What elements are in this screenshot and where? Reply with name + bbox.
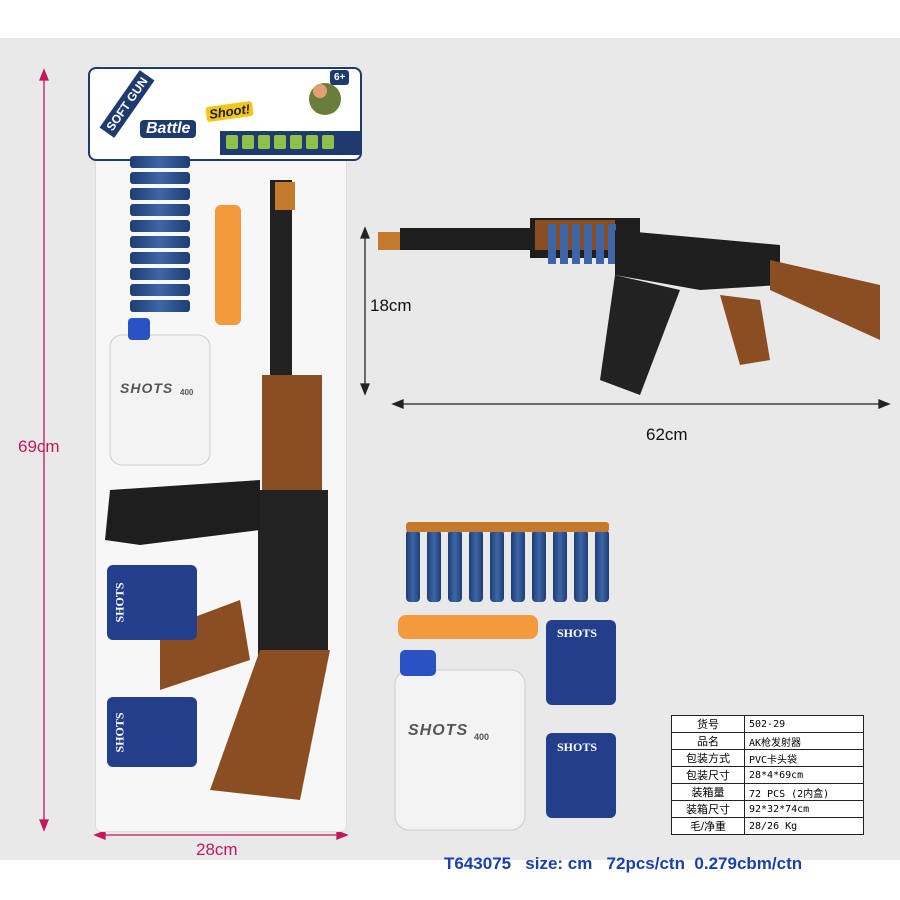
spec-key: 包装方式 [671, 749, 745, 767]
shots-jar-loose [394, 650, 526, 831]
shots-jar-card-label: SHOTS [120, 380, 174, 396]
card-width-label: 28cm [196, 840, 238, 859]
age-badge: 6+ [330, 70, 350, 85]
shots-pouch-label: SHOTS [557, 740, 598, 754]
gun-length-label: 62cm [646, 425, 688, 444]
shots-jar-card-count: 400 [180, 388, 194, 397]
loose-darts [406, 530, 609, 602]
card-gun [105, 180, 330, 800]
height-label: 69cm [18, 437, 60, 456]
spec-value: 28/26 Kg [744, 817, 864, 835]
spec-key: 装箱量 [671, 783, 745, 801]
main-gun [378, 218, 880, 395]
shots-jar-card [109, 318, 211, 466]
spec-value: PVC卡头袋 [744, 749, 864, 767]
spec-key: 毛/净重 [671, 817, 745, 835]
spec-key: 装箱尺寸 [671, 800, 745, 818]
header-art [220, 83, 360, 155]
shots-pouch-label: SHOTS [112, 712, 127, 753]
spec-key: 品名 [671, 732, 745, 750]
shots-jar-loose-label: SHOTS [408, 722, 469, 739]
spec-value: 502-29 [744, 715, 864, 733]
spec-key: 包装尺寸 [671, 766, 745, 784]
spec-value: 72 PCS (2内盒) [744, 783, 864, 801]
footer-info: T643075 size: cm 72pcs/ctn 0.279cbm/ctn [444, 854, 803, 873]
card-darts [130, 156, 190, 312]
shots-jar-loose-count: 400 [474, 732, 490, 742]
shots-pouches [107, 565, 616, 818]
brand-logo: Battle [140, 120, 197, 138]
shots-pouch-label: SHOTS [112, 582, 127, 623]
spec-value: 28*4*69cm [744, 766, 864, 784]
shots-pouch-label: SHOTS [557, 626, 598, 640]
spec-key: 货号 [671, 715, 745, 733]
spec-value: AK枪发射器 [744, 732, 864, 750]
spec-value: 92*32*74cm [744, 800, 864, 818]
gun-height-label: 18cm [370, 296, 412, 315]
